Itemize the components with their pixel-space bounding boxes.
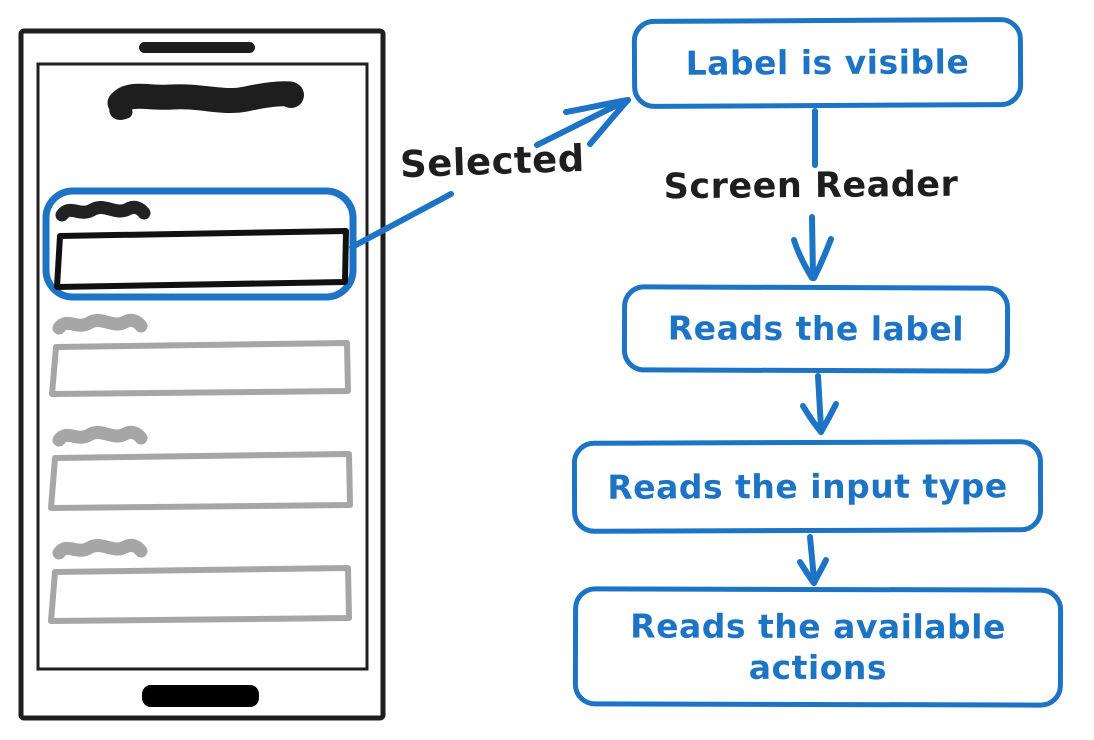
form-field-2 [49,313,351,397]
form-field-4 [48,538,352,624]
form-field-selected [42,187,357,301]
arrowhead-barb [800,403,824,435]
field-label-scribble [52,313,148,335]
flow-box-reads-input-type: Reads the input type [571,439,1044,534]
phone-screen [36,62,369,671]
arrowhead-barb [811,557,829,586]
input-box [48,451,353,511]
arrowhead-barb [791,237,815,281]
flow-box-label-is-visible: Label is visible [631,16,1024,110]
field-label-scribble [55,200,151,222]
title-scribble [107,81,304,120]
input-box [49,340,351,397]
flow-box-reads-the-label: Reads the label [621,284,1011,374]
flow-box-text: Reads the input type [607,466,1008,507]
screen-reader-annotation: Screen Reader [663,164,959,208]
flow-box-text: Reads the label [667,308,965,349]
phone-mockup [18,28,386,721]
flow-box-reads-available-actions: Reads the available actions [572,586,1064,708]
field-label-scribble [52,538,148,560]
field-label-scribble [52,425,148,447]
phone-home-button [142,685,259,707]
arrowhead-barb [811,236,834,281]
phone-outer-frame [18,28,386,721]
arrow-reads-label-to-input-type [800,373,839,435]
arrowhead-barb [797,559,817,586]
flow-box-text: Reads the available actions [630,606,1006,688]
flow-box-text: Label is visible [685,42,970,84]
form-field-3 [48,425,353,511]
arrowhead-barb [563,97,631,115]
input-box [48,565,352,624]
input-box-selected [54,228,349,290]
arrow-input-type-to-actions [797,534,829,586]
arrowhead-barb [587,97,631,147]
selected-annotation: Selected [399,136,586,187]
phone-speaker-bar [139,42,255,53]
arrowhead-barb [818,401,839,435]
selection-highlight-outline [42,187,357,301]
